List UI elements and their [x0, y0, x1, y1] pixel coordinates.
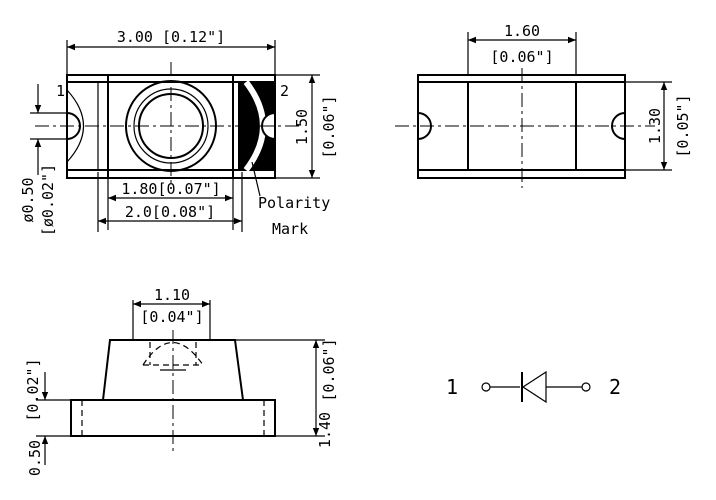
polarity-label-line1: Polarity [258, 194, 330, 212]
hole-dim-in: [ø0.02"] [39, 164, 57, 236]
lens-dim-in: [0.04"] [140, 308, 203, 326]
inner-dim: 1.80[0.07"] [121, 180, 220, 198]
bottom-height-dim-in: [0.05"] [674, 94, 692, 157]
diode-schematic: 1 2 [446, 370, 621, 404]
bottom-height-dim: 1.30 [646, 108, 664, 144]
bottom-view: 1.60 [0.06"] 1.30 [0.05"] [395, 22, 692, 188]
top-height-dim: 1.50 [293, 109, 311, 145]
total-height-dim: 1.40 [316, 412, 334, 448]
pin2-label: 2 [280, 82, 289, 100]
base-height-dim-in: [0.02"] [24, 358, 42, 421]
pin1-label: 1 [56, 82, 65, 100]
bottom-width-dim-in: [0.06"] [490, 48, 553, 66]
lens-dim: 1.10 [154, 286, 190, 304]
hole-dim: ø0.50 [19, 177, 37, 222]
top-width-dim: 3.00 [0.12"] [117, 28, 225, 46]
base-height-dim: 0.50 [26, 440, 44, 476]
top-view: 3.00 [0.12"] 1 2 1.50 [0.06"] [19, 28, 338, 238]
top-height-dim-in: [0.06"] [320, 95, 338, 158]
polarity-label-line2: Mark [272, 220, 308, 238]
schematic-pin1-label: 1 [446, 375, 458, 399]
bottom-width-dim: 1.60 [504, 22, 540, 40]
side-view: 1.10 [0.04"] 1.40 [0.06"] 0.50 [0.02"] [24, 286, 338, 476]
schematic-pin2-label: 2 [609, 375, 621, 399]
polarity-mark-fill [238, 82, 275, 170]
body-dim: 2.0[0.08"] [125, 203, 215, 221]
total-height-dim-in: [0.06"] [320, 338, 338, 401]
